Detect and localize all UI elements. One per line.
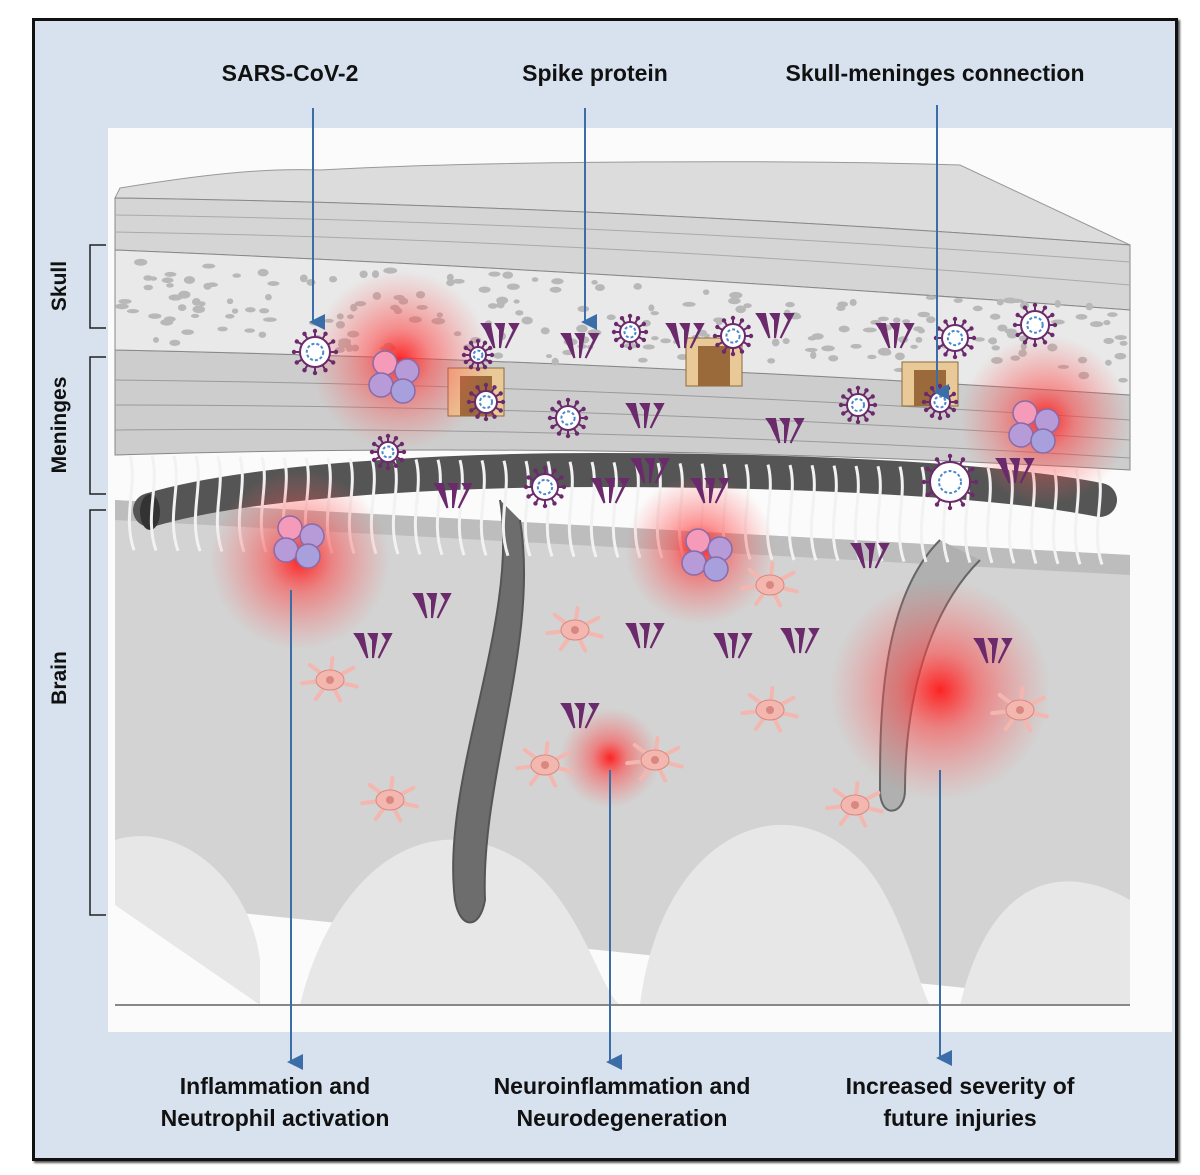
label-brain: Brain (48, 651, 72, 705)
label-line: Neuroinflammation and (494, 1070, 751, 1102)
label-line: Neutrophil activation (161, 1102, 390, 1134)
label-spike-protein: Spike protein (522, 57, 668, 89)
label-severity: Increased severity offuture injuries (846, 1070, 1075, 1134)
label-sars-cov-2: SARS-CoV-2 (222, 57, 359, 89)
label-skull-meninges-connection: Skull-meninges connection (785, 57, 1084, 89)
label-neuroinflammation: Neuroinflammation andNeurodegeneration (494, 1070, 751, 1134)
skull-bracket (90, 245, 106, 328)
label-skull: Skull (48, 261, 72, 311)
label-line: future injuries (846, 1102, 1075, 1134)
meninges-bracket (90, 357, 106, 494)
label-line: Increased severity of (846, 1070, 1075, 1102)
layer-brackets (90, 245, 106, 915)
label-inflammation: Inflammation andNeutrophil activation (161, 1070, 390, 1134)
label-line: Inflammation and (161, 1070, 390, 1102)
spike-protein-icon (592, 479, 628, 503)
label-line: Neurodegeneration (494, 1102, 751, 1134)
brain-bracket (90, 510, 106, 915)
label-meninges: Meninges (48, 377, 72, 474)
